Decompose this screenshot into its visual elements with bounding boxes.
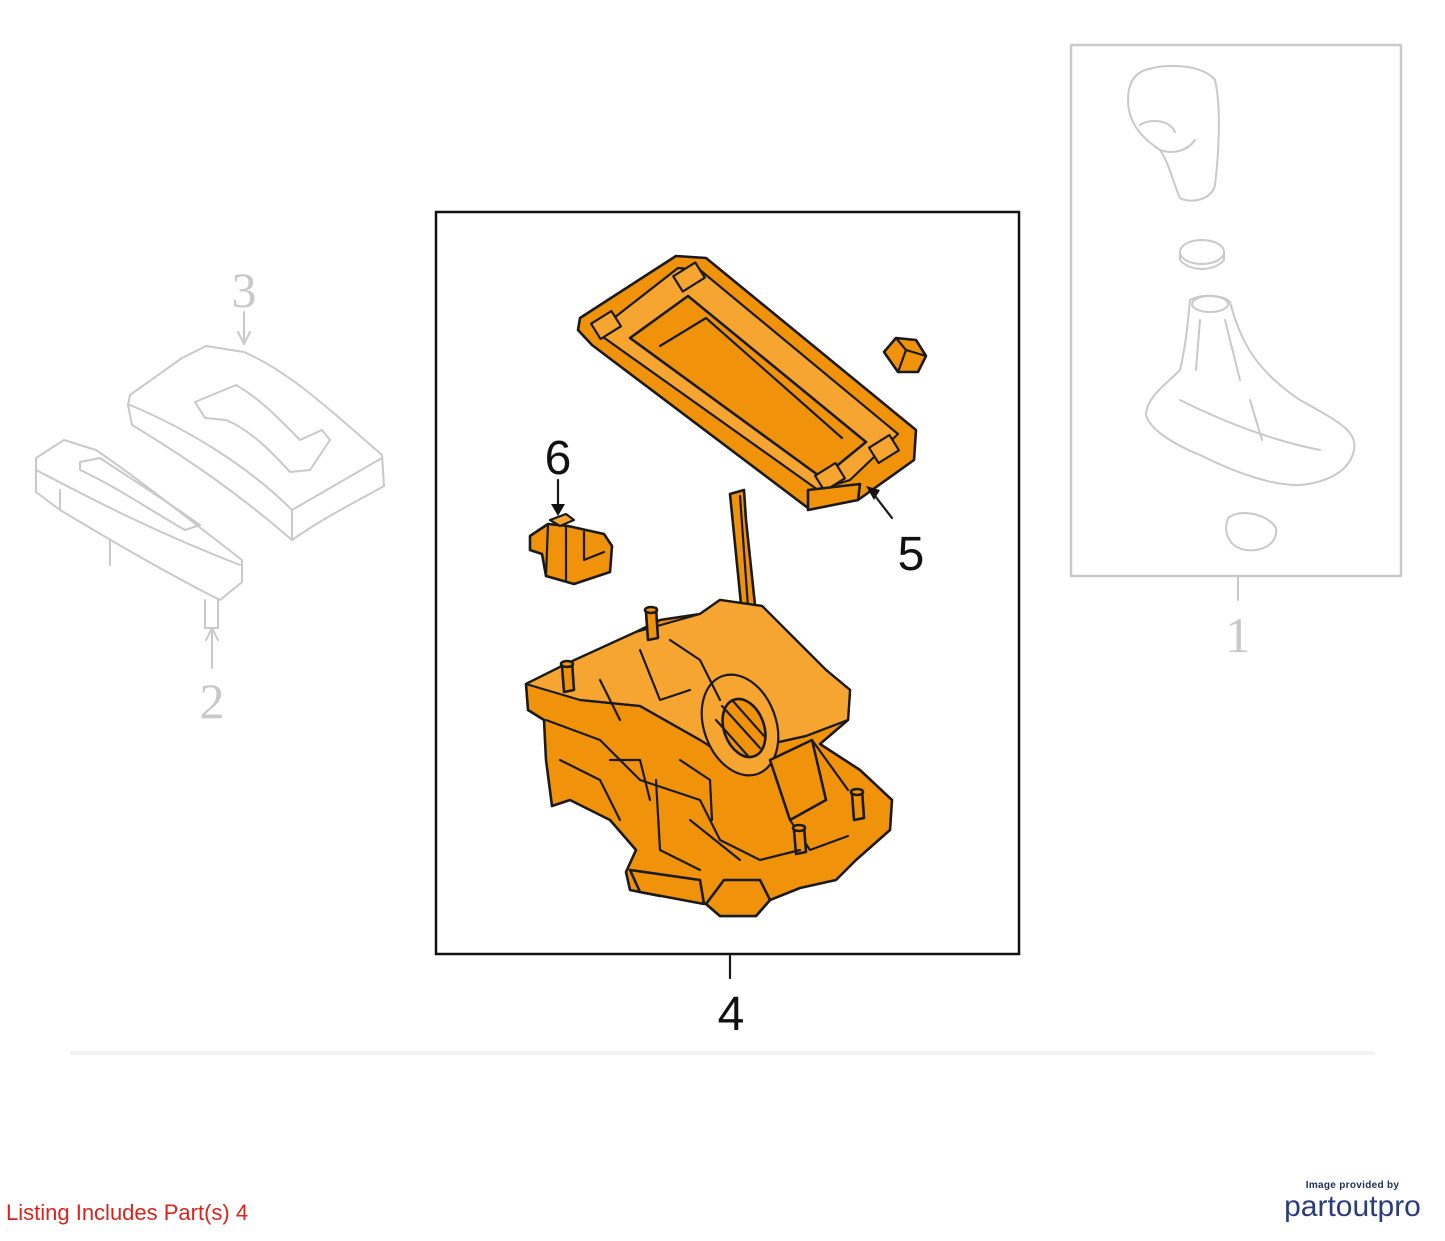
part-2-3-group: 3 2 xyxy=(35,262,385,729)
boot-clip xyxy=(1225,512,1278,552)
ring xyxy=(1179,239,1225,265)
callout-5: 5 xyxy=(898,528,925,581)
nut xyxy=(882,336,928,374)
callout-6: 6 xyxy=(545,432,572,485)
cover-plate xyxy=(576,254,918,512)
bracket xyxy=(35,439,243,601)
shift-boot xyxy=(1145,294,1356,487)
shifter-assembly xyxy=(524,488,894,918)
part-1-frame xyxy=(1069,43,1403,578)
shift-knob xyxy=(1127,64,1220,202)
trim-panel xyxy=(127,345,385,541)
listing-includes-text: Listing Includes Part(s) 4 xyxy=(6,1200,249,1225)
partoutpro-logo: partoutpro xyxy=(1284,1190,1421,1223)
callout-1: 1 xyxy=(1226,607,1251,663)
image-credit: Image provided by partoutpro xyxy=(1280,1180,1425,1223)
part-1-group: 1 xyxy=(1069,43,1403,663)
callout-3: 3 xyxy=(232,262,257,318)
callout-4: 4 xyxy=(718,988,745,1041)
part-4-group: 5 6 xyxy=(434,210,1021,1041)
callout-2: 2 xyxy=(200,673,225,729)
switch xyxy=(528,512,614,586)
image-credit-caption: Image provided by xyxy=(1305,1180,1400,1191)
part-4-frame xyxy=(434,210,1021,956)
